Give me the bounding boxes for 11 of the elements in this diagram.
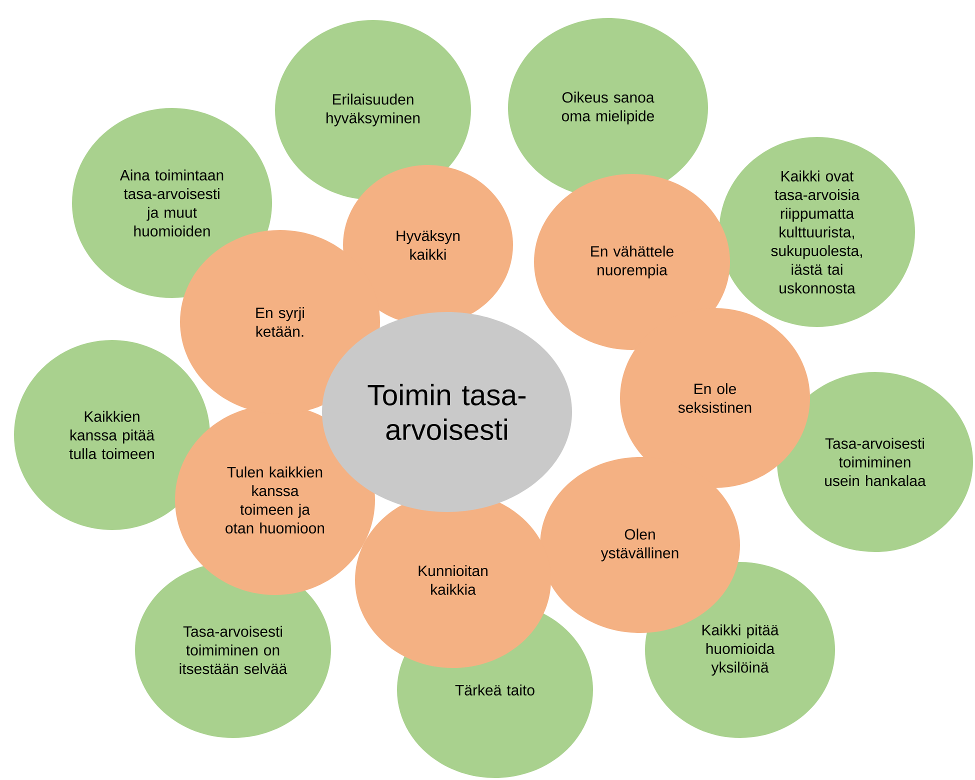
outer-bubble: Kaikki ovat tasa-arvoisia riippumatta kulttuurista, sukupuolesta, iästä tai uskonnosta (719, 137, 915, 327)
inner-petal: En ole seksistinen (620, 308, 810, 488)
outer-bubble: Kaikkien kanssa pitää tulla toimeen (14, 340, 210, 530)
inner-petal: Kunnioitan kaikkia (355, 492, 551, 668)
outer-bubble: Erilaisuuden hyväksyminen (275, 20, 471, 200)
inner-petal: En vähättele nuorempia (534, 174, 730, 350)
inner-petal: Tulen kaikkien kanssa toimeen ja otan huomioon (175, 405, 375, 595)
outer-bubble: Tasa-arvoisesti toimiminen usein hankalaa (777, 372, 973, 552)
inner-petal: Hyväksyn kaikki (343, 165, 513, 325)
node-label: En ole seksistinen (678, 383, 752, 413)
outer-bubble: Oikeus sanoa oma mielipide (508, 18, 708, 198)
